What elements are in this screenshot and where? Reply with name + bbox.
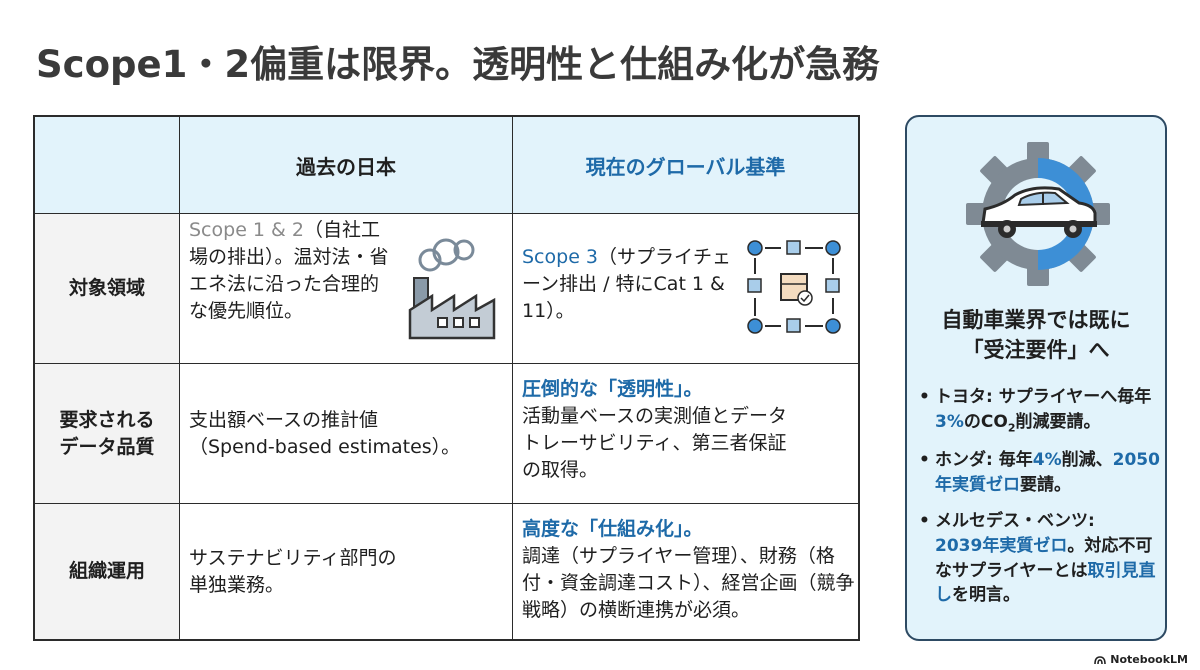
list-item-mercedes: • メルセデス・ベンツ: 2039年実質ゼロ。対応不可なサプライヤーとは取引見直し… — [919, 509, 1164, 608]
transparency-heading: 圧倒的な「透明性」。 — [522, 378, 703, 400]
mercedes-target: 2039年実質ゼロ — [935, 535, 1068, 556]
transparency-text: 活動量ベースの実測値とデータトレーサビリティ、第三者保証の取得。 — [522, 404, 788, 481]
cell-past-scope: Scope 1 & 2（自社工場の排出）。温対法・省エネ法に沿った合理的な優先順… — [180, 214, 513, 364]
scope3-text: （サプライチェーン排出 / 特にCat 1 & 11）。 — [522, 246, 732, 322]
bullet-icon: • — [919, 449, 930, 470]
header-now: 現在のグローバル基準 — [513, 117, 858, 214]
scope12-label: Scope 1 & 2 — [189, 219, 304, 241]
cell-now-operations: 高度な「仕組み化」。 調達（サプライヤー管理）、財務（格付・資金調達コスト）、経… — [513, 504, 858, 639]
row-label-data-quality: 要求されるデータ品質 — [35, 364, 180, 504]
page-title: Scope1・2偏重は限界。透明性と仕組み化が急務 — [36, 43, 880, 86]
toyota-text2: のCO — [963, 411, 1008, 432]
factory-icon — [402, 234, 502, 358]
honda-text1: 毎年 — [992, 449, 1033, 470]
notebooklm-logo-icon — [1094, 655, 1107, 664]
bullet-icon: • — [919, 387, 930, 407]
panel-title-line2: 「受注要件」へ — [962, 338, 1110, 363]
scope12-text: （自社工場の排出）。温対法・省エネ法に沿った合理的な優先順位。 — [189, 219, 389, 322]
oem-requirements-list: • トヨタ: サプライヤーへ毎年 3%のCO2削減要請。 • ホンダ: 毎年4%削… — [919, 385, 1164, 620]
list-item-toyota: • トヨタ: サプライヤーへ毎年 3%のCO2削減要請。 — [919, 385, 1164, 436]
honda-name: ホンダ: — [935, 449, 993, 470]
scope3-label: Scope 3 — [522, 246, 599, 268]
cell-past-operations: サステナビリティ部門の 単独業務。 — [180, 504, 513, 639]
cell-now-scope: Scope 3（サプライチェーン排出 / 特にCat 1 & 11）。 — [513, 214, 858, 364]
automotive-panel: 自動車業界では既に 「受注要件」へ • トヨタ: サプライヤーへ毎年3%のCO2… — [905, 115, 1167, 641]
mercedes-review: 取引見直し — [935, 560, 1156, 606]
toyota-text3: 削減要請。 — [1015, 411, 1101, 432]
cell-past-data-quality: 支出額ベースの推計値 （Spend-based estimates）。 — [180, 364, 513, 504]
header-past: 過去の日本 — [180, 117, 513, 214]
honda-target: 2050年実質ゼロ — [935, 449, 1160, 495]
bullet-icon: • — [919, 511, 930, 532]
panel-title-line1: 自動車業界では既に — [941, 308, 1131, 332]
mercedes-name: メルセデス・ベンツ: — [935, 511, 1095, 532]
list-item-honda: • ホンダ: 毎年4%削減、2050年実質ゼロ要請。 — [919, 448, 1164, 497]
systemization-text: 調達（サプライヤー管理）、財務（格付・資金調達コスト）、経営企画（競争戦略）の横… — [522, 544, 855, 621]
comparison-table: 過去の日本 現在のグローバル基準 対象領域 Scope 1 & 2（自社工場の排… — [33, 115, 860, 641]
brand-watermark: NotebookLM — [1094, 653, 1188, 666]
toyota-rate: 3% — [935, 411, 964, 432]
honda-text2: 削減、 — [1061, 449, 1113, 470]
panel-title: 自動車業界では既に 「受注要件」へ — [907, 305, 1165, 366]
past-data-line2: （Spend-based estimates）。 — [189, 435, 461, 458]
cell-now-data-quality: 圧倒的な「透明性」。 活動量ベースの実測値とデータトレーサビリティ、第三者保証の… — [513, 364, 858, 504]
past-ops-line1: サステナビリティ部門の — [189, 546, 397, 569]
systemization-heading: 高度な「仕組み化」。 — [522, 518, 703, 540]
row-label-scope: 対象領域 — [35, 214, 180, 364]
toyota-name: トヨタ: — [935, 387, 993, 407]
supply-chain-icon — [745, 238, 849, 346]
honda-text3: 要請。 — [1020, 474, 1071, 495]
table-corner-cell — [35, 117, 180, 214]
mercedes-text3: を明言。 — [952, 585, 1020, 606]
honda-rate: 4% — [1032, 449, 1062, 470]
toyota-text1: サプライヤーへ毎年 — [992, 387, 1152, 407]
toyota-sub: 2 — [1007, 421, 1016, 435]
past-ops-line2: 単独業務。 — [189, 573, 285, 596]
mercedes-text2: 。対応不可なサプライヤーとは — [935, 535, 1153, 581]
gear-car-icon — [963, 139, 1113, 293]
row-label-operations: 組織運用 — [35, 504, 180, 639]
past-data-line1: 支出額ベースの推計値 — [189, 408, 379, 431]
brand-label: NotebookLM — [1110, 653, 1188, 666]
